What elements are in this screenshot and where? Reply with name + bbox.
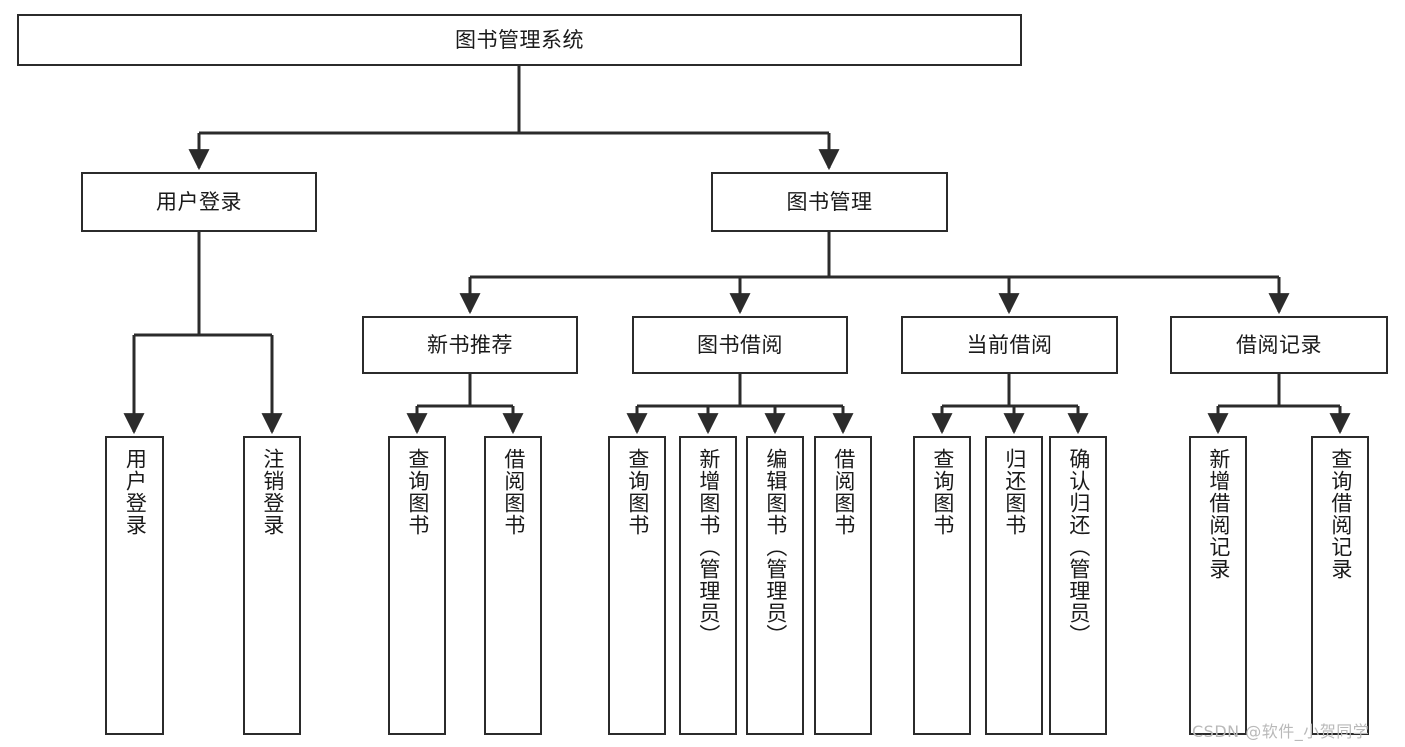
leaf-node[interactable]: 编辑图书（管理员） <box>746 436 804 735</box>
leaf-node-label: 注销登录 <box>260 448 285 536</box>
leaf-node-label: 新增借阅记录 <box>1206 448 1231 580</box>
leaf-node-label: 编辑图书（管理员） <box>763 448 788 646</box>
leaf-node[interactable]: 借阅图书 <box>814 436 872 735</box>
node-borrow-record[interactable]: 借阅记录 <box>1170 316 1388 374</box>
leaf-node[interactable]: 查询图书 <box>608 436 666 735</box>
node-book-borrow[interactable]: 图书借阅 <box>632 316 848 374</box>
node-borrow-record-label: 借阅记录 <box>1236 332 1322 357</box>
leaf-node[interactable]: 用户登录 <box>105 436 164 735</box>
leaf-node[interactable]: 新增图书（管理员） <box>679 436 737 735</box>
leaf-node-label: 用户登录 <box>123 448 148 536</box>
node-new-book-recommend[interactable]: 新书推荐 <box>362 316 578 374</box>
leaf-node[interactable]: 新增借阅记录 <box>1189 436 1247 735</box>
leaf-node-label: 查询图书 <box>625 448 650 536</box>
node-root-label: 图书管理系统 <box>455 27 584 52</box>
node-current-borrow[interactable]: 当前借阅 <box>901 316 1118 374</box>
leaf-node-label: 归还图书 <box>1002 448 1027 536</box>
node-new-book-recommend-label: 新书推荐 <box>427 332 513 357</box>
leaf-node[interactable]: 查询图书 <box>388 436 446 735</box>
leaf-node-label: 确认归还（管理员） <box>1066 448 1091 646</box>
node-book-borrow-label: 图书借阅 <box>697 332 783 357</box>
leaf-node[interactable]: 借阅图书 <box>484 436 542 735</box>
node-user-login[interactable]: 用户登录 <box>81 172 317 232</box>
node-book-management[interactable]: 图书管理 <box>711 172 948 232</box>
leaf-node[interactable]: 查询图书 <box>913 436 971 735</box>
leaf-node-label: 借阅图书 <box>831 448 856 536</box>
node-root[interactable]: 图书管理系统 <box>17 14 1022 66</box>
leaf-node[interactable]: 确认归还（管理员） <box>1049 436 1107 735</box>
node-user-login-label: 用户登录 <box>156 189 242 214</box>
leaf-node[interactable]: 归还图书 <box>985 436 1043 735</box>
leaf-node-label: 查询借阅记录 <box>1328 448 1353 580</box>
leaf-node-label: 借阅图书 <box>501 448 526 536</box>
node-current-borrow-label: 当前借阅 <box>966 332 1053 357</box>
leaf-node[interactable]: 查询借阅记录 <box>1311 436 1369 735</box>
leaf-node[interactable]: 注销登录 <box>243 436 301 735</box>
leaf-node-label: 新增图书（管理员） <box>696 448 721 646</box>
leaf-node-label: 查询图书 <box>405 448 430 536</box>
node-book-management-label: 图书管理 <box>786 189 873 214</box>
leaf-node-label: 查询图书 <box>930 448 955 536</box>
